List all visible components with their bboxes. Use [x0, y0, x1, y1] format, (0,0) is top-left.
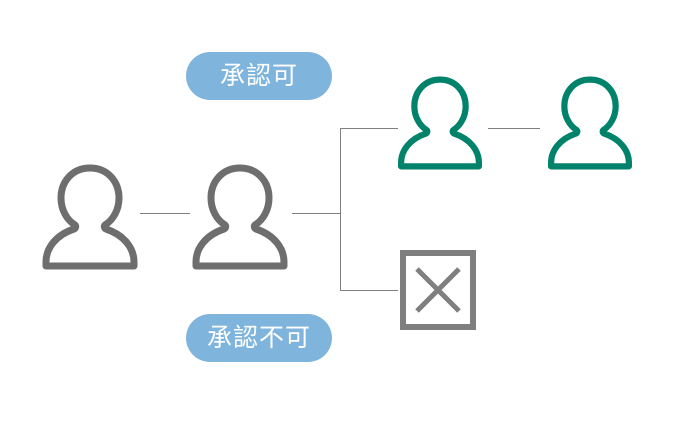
- connector-branch-upper: [340, 128, 398, 129]
- badge-approved: 承認可: [186, 52, 332, 100]
- connector-person3-person4: [488, 128, 540, 129]
- person-icon-approved-target-1[interactable]: [394, 74, 486, 172]
- connector-person2-branch: [292, 213, 341, 214]
- person-icon-approved-target-2[interactable]: [544, 74, 636, 172]
- connector-person1-person2: [140, 213, 190, 214]
- badge-approved-label: 承認可: [219, 61, 298, 90]
- blocked-x-icon[interactable]: [400, 250, 476, 330]
- connector-branch-lower: [340, 290, 398, 291]
- badge-not-approved-label: 承認不可: [206, 323, 311, 352]
- person-icon-requester[interactable]: [38, 163, 142, 271]
- person-icon-approver-primary[interactable]: [188, 163, 292, 271]
- badge-not-approved: 承認不可: [186, 314, 332, 362]
- connector-branch-vertical: [340, 128, 341, 291]
